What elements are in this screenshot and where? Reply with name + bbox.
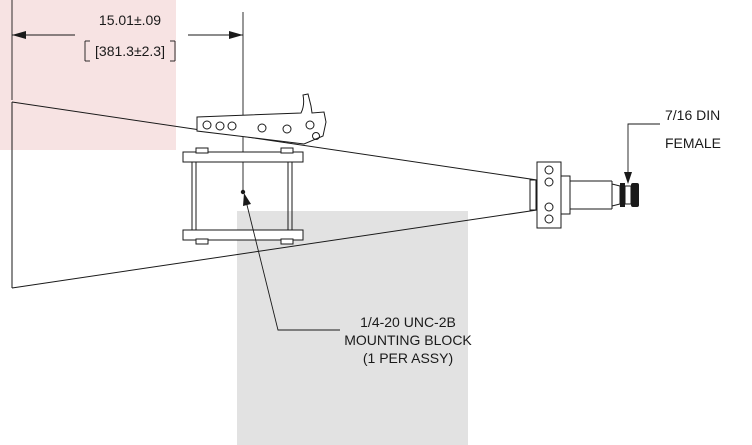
dimension-mm-box — [84, 40, 176, 62]
highlight-region-pink — [0, 0, 176, 150]
horn-body — [11, 101, 538, 289]
mount-label-line-1: 1/4-20 UNC-2B — [360, 314, 456, 330]
mount-label-line-2: MOUNTING BLOCK — [344, 332, 472, 348]
dimension-inches: 15.01±.09 — [99, 12, 161, 28]
mount-label-line-3: (1 PER ASSY) — [363, 350, 453, 366]
feed-connector — [529, 161, 639, 229]
mounting-bracket — [196, 93, 327, 145]
connector-leader — [624, 123, 660, 184]
mounting-hole-point — [240, 189, 246, 195]
mounting-block — [182, 147, 304, 245]
dimension-mm: [381.3±2.3] — [95, 43, 165, 59]
mount-leader — [243, 193, 340, 331]
dimension-arrow-right — [229, 31, 243, 39]
dimension-arrow-left — [12, 31, 26, 39]
connector-label-line-1: 7/16 DIN — [665, 107, 720, 123]
connector-label-line-2: FEMALE — [665, 135, 721, 151]
highlight-region-gray — [237, 211, 468, 445]
